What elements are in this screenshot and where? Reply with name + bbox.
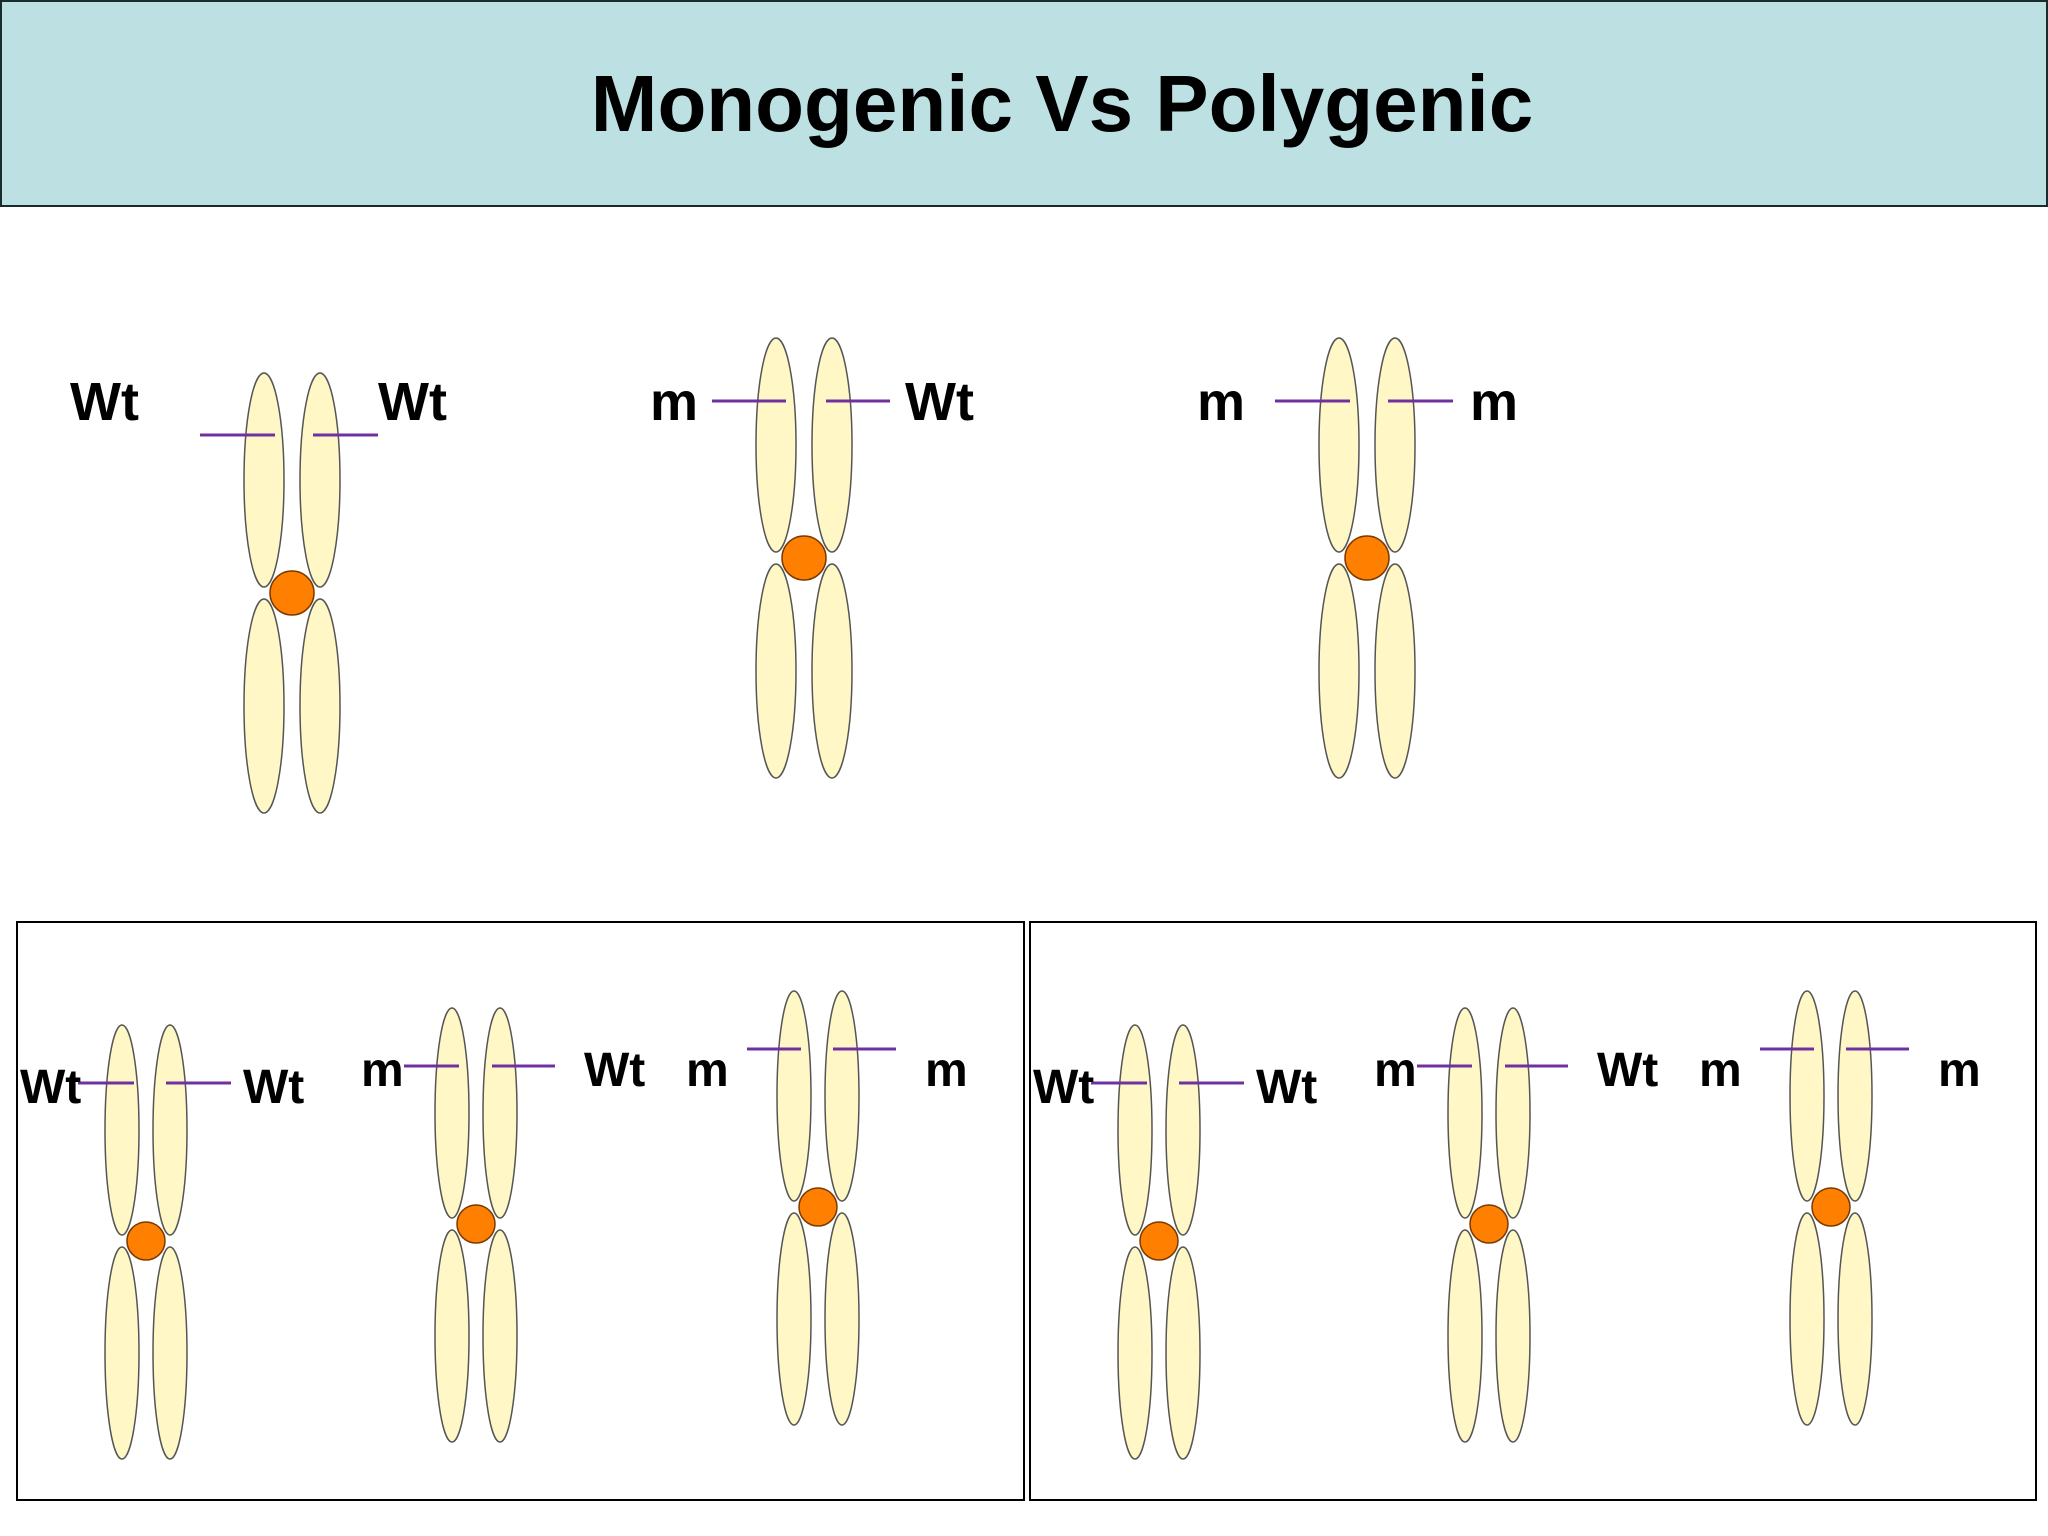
polygenic-right-2-chromatid-lower-right bbox=[1495, 1229, 1531, 1443]
polygenic-right-3-chromatid-lower-left bbox=[1789, 1212, 1825, 1426]
polygenic-left-2-allele-left: m bbox=[361, 1044, 404, 1097]
polygenic-right-1-centromere bbox=[1139, 1221, 1179, 1261]
polygenic-left-3-chromatid-lower-right bbox=[824, 1212, 860, 1426]
polygenic-right-2-allele-right: Wt bbox=[1597, 1044, 1658, 1097]
polygenic-left-2-chromatid-upper-right bbox=[482, 1007, 518, 1219]
monogenic-3-allele-right: m bbox=[1470, 372, 1518, 432]
polygenic-left-1-allele-left: Wt bbox=[20, 1061, 81, 1114]
monogenic-1-chromosome: Wt Wt bbox=[70, 372, 447, 814]
polygenic-right-3-chromatid-lower-right bbox=[1837, 1212, 1873, 1426]
polygenic-right-1-chromatid-upper-right bbox=[1165, 1024, 1201, 1236]
polygenic-left-3-chromatid-upper-left bbox=[776, 990, 812, 1202]
polygenic-right-1-allele-left: Wt bbox=[1033, 1061, 1094, 1114]
polygenic-right-2-allele-left: m bbox=[1374, 1044, 1417, 1097]
polygenic-right-2-chromatid-upper-left bbox=[1447, 1007, 1483, 1219]
polygenic-right-3-allele-right: m bbox=[1938, 1044, 1981, 1097]
polygenic-left-1-centromere bbox=[126, 1221, 166, 1261]
polygenic-left-1-chromatid-upper-right bbox=[152, 1024, 188, 1236]
polygenic-left-2-chromatid-lower-right bbox=[482, 1229, 518, 1443]
monogenic-1-allele-right: Wt bbox=[378, 372, 447, 432]
title-bar: Monogenic Vs Polygenic bbox=[0, 0, 2048, 207]
polygenic-left-1-chromatid-lower-right bbox=[152, 1246, 188, 1460]
polygenic-left-3-allele-left: m bbox=[686, 1044, 729, 1097]
monogenic-2-chromatid-lower-left bbox=[755, 563, 797, 779]
monogenic-2-chromatid-upper-right bbox=[811, 337, 853, 553]
polygenic-panel-left bbox=[16, 921, 1025, 1501]
monogenic-3-centromere bbox=[1344, 535, 1390, 581]
monogenic-3-chromatid-upper-right bbox=[1374, 337, 1416, 553]
polygenic-right-1-chromosome: Wt Wt bbox=[1033, 1024, 1317, 1460]
polygenic-left-3-chromatid-lower-left bbox=[776, 1212, 812, 1426]
polygenic-left-2-chromosome: m Wt bbox=[361, 1007, 645, 1443]
monogenic-3-chromatid-lower-right bbox=[1374, 563, 1416, 779]
polygenic-panel-right bbox=[1029, 921, 2037, 1501]
monogenic-1-chromatid-lower-right bbox=[299, 598, 341, 814]
monogenic-2-chromatid-upper-left bbox=[755, 337, 797, 553]
polygenic-left-1-allele-right: Wt bbox=[243, 1061, 304, 1114]
monogenic-3-chromatid-lower-left bbox=[1318, 563, 1360, 779]
polygenic-left-3-allele-right: m bbox=[925, 1044, 968, 1097]
monogenic-2-allele-left: m bbox=[650, 372, 698, 432]
monogenic-2-chromatid-lower-right bbox=[811, 563, 853, 779]
polygenic-right-3-chromatid-upper-right bbox=[1837, 990, 1873, 1202]
polygenic-left-2-chromatid-upper-left bbox=[434, 1007, 470, 1219]
monogenic-2-chromosome: m Wt bbox=[650, 337, 974, 779]
polygenic-left-2-chromatid-lower-left bbox=[434, 1229, 470, 1443]
monogenic-1-chromatid-upper-right bbox=[299, 372, 341, 588]
polygenic-left-1-chromatid-upper-left bbox=[104, 1024, 140, 1236]
polygenic-right-2-chromatid-lower-left bbox=[1447, 1229, 1483, 1443]
polygenic-right-1-chromatid-upper-left bbox=[1117, 1024, 1153, 1236]
monogenic-1-chromatid-upper-left bbox=[243, 372, 285, 588]
polygenic-right-2-chromatid-upper-right bbox=[1495, 1007, 1531, 1219]
polygenic-right-1-chromatid-lower-right bbox=[1165, 1246, 1201, 1460]
polygenic-left-1-chromosome: Wt Wt bbox=[20, 1024, 304, 1460]
polygenic-left-2-centromere bbox=[456, 1204, 496, 1244]
polygenic-right-2-chromosome: m Wt bbox=[1374, 1007, 1658, 1443]
monogenic-1-chromatid-lower-left bbox=[243, 598, 285, 814]
monogenic-2-allele-right: Wt bbox=[905, 372, 974, 432]
polygenic-left-1-chromatid-lower-left bbox=[104, 1246, 140, 1460]
polygenic-left-2-allele-right: Wt bbox=[584, 1044, 645, 1097]
monogenic-1-centromere bbox=[269, 570, 315, 616]
monogenic-3-allele-left: m bbox=[1197, 372, 1245, 432]
polygenic-right-1-allele-right: Wt bbox=[1256, 1061, 1317, 1114]
polygenic-right-2-centromere bbox=[1469, 1204, 1509, 1244]
polygenic-left-3-chromatid-upper-right bbox=[824, 990, 860, 1202]
monogenic-1-allele-left: Wt bbox=[70, 372, 139, 432]
monogenic-3-chromatid-upper-left bbox=[1318, 337, 1360, 553]
polygenic-right-3-allele-left: m bbox=[1699, 1044, 1742, 1097]
monogenic-2-centromere bbox=[781, 535, 827, 581]
polygenic-right-3-chromatid-upper-left bbox=[1789, 990, 1825, 1202]
slide-title: Monogenic Vs Polygenic bbox=[590, 58, 1534, 148]
polygenic-right-1-chromatid-lower-left bbox=[1117, 1246, 1153, 1460]
polygenic-left-3-centromere bbox=[798, 1187, 838, 1227]
polygenic-right-3-centromere bbox=[1811, 1187, 1851, 1227]
